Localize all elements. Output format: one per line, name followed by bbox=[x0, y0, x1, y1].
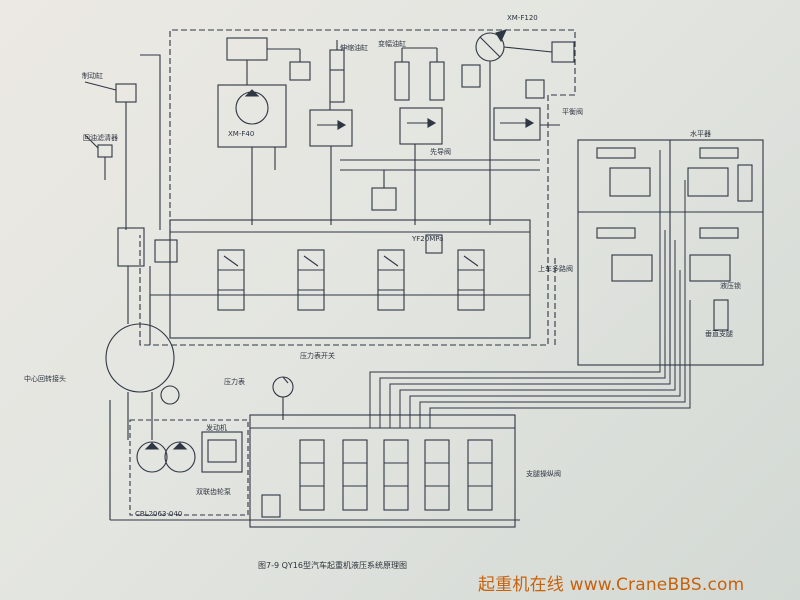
level-bubble-label: 水平器 bbox=[690, 130, 711, 138]
outrigger-valve-block bbox=[249, 414, 516, 528]
winch-motor-model-label: XM-F120 bbox=[507, 14, 538, 22]
engine-label: 发动机 bbox=[206, 424, 227, 432]
pressure-gauge bbox=[272, 376, 294, 398]
telescoping-cylinder-label: 伸缩油缸 bbox=[340, 44, 368, 52]
outrigger-line-bundle bbox=[369, 150, 691, 428]
upper-valve-manifold bbox=[169, 219, 531, 339]
gear-pump-label: 双联齿轮泵 bbox=[196, 488, 231, 496]
figure-caption: 图7-9 QY16型汽车起重机液压系统原理图 bbox=[258, 561, 407, 570]
telescoping-cylinder bbox=[329, 49, 345, 103]
luffing-cylinder-right bbox=[429, 61, 445, 101]
pressure-gauge-label: 压力表 bbox=[224, 378, 245, 386]
engine-box bbox=[201, 431, 243, 473]
slew-motor-model-label: XM-F40 bbox=[228, 130, 255, 138]
pump-model-label: CBL2063-040 bbox=[135, 510, 183, 518]
gear-pump-2 bbox=[164, 441, 196, 473]
upper-valve-label: 上车多路阀 bbox=[538, 265, 573, 273]
upper-directional-valves bbox=[217, 249, 485, 311]
balance-valve-1 bbox=[309, 109, 353, 147]
outrigger-valve-label: 支腿操纵阀 bbox=[526, 470, 561, 478]
balance-valve-2 bbox=[399, 107, 443, 145]
return-filter-label: 回油滤清器 bbox=[83, 134, 118, 142]
winch-motor bbox=[235, 91, 269, 125]
outrigger-directional-valves bbox=[299, 439, 493, 511]
upper-dashed-boundary bbox=[139, 29, 576, 346]
hydraulic-lock-label: 液压锁 bbox=[720, 282, 741, 290]
brake-cylinder-label: 制动缸 bbox=[82, 72, 103, 80]
relief-valve-model-label: YF20MPa bbox=[412, 235, 444, 243]
luffing-cylinder-label: 变幅油缸 bbox=[378, 40, 406, 48]
hydraulic-locks bbox=[609, 167, 731, 282]
pilot-valve-label: 先导阀 bbox=[430, 148, 451, 156]
gauge-switch-label: 压力表开关 bbox=[300, 352, 335, 360]
rotary-joint bbox=[105, 323, 175, 393]
balance-valve-3 bbox=[493, 107, 541, 141]
gear-pump-1 bbox=[136, 441, 168, 473]
luffing-cylinder-left bbox=[394, 61, 410, 101]
rotary-joint-label: 中心回转接头 bbox=[24, 375, 66, 383]
outrigger-cylinder-label: 垂直支腿 bbox=[705, 330, 733, 338]
outrigger-cylinders bbox=[596, 147, 739, 239]
balance-valve-label: 平衡阀 bbox=[562, 108, 583, 116]
site-watermark: 起重机在线 www.CraneBBS.com bbox=[478, 575, 745, 595]
